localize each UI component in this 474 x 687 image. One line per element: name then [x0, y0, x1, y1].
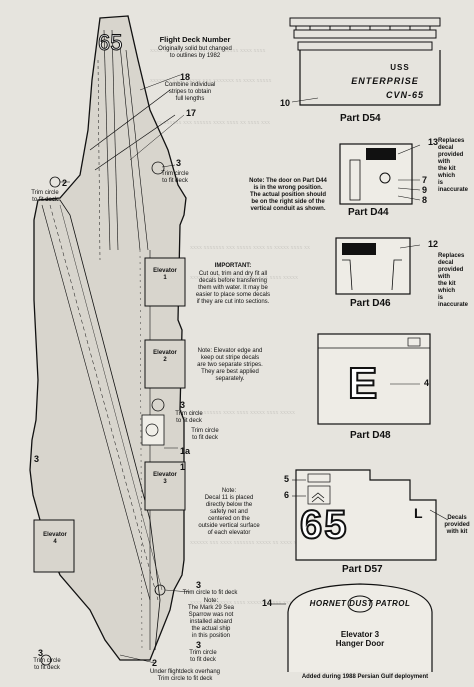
part-d48-label: Part D48: [350, 430, 391, 441]
important-note: Cut out, trim and dry fit all decals bef…: [195, 271, 271, 305]
sea-sparrow-note: Note: The Mark 29 Sea Sparrow was not in…: [187, 598, 235, 639]
callout-14: 14: [262, 598, 273, 608]
hangar-letter-e: E: [347, 359, 378, 408]
flight-deck-number-note: Originally solid but changed to outlines…: [158, 46, 232, 59]
part-d46-label: Part D46: [350, 298, 391, 309]
combine-stripes-note: Combine individual stripes to obtain ful…: [164, 82, 216, 102]
trim-circle-note-c: Trim circle to fit deck: [175, 411, 203, 424]
callout-17: 17: [186, 108, 197, 118]
island-hull-number: 65: [299, 503, 349, 547]
ship-name-uss: USS: [390, 63, 410, 72]
ship-name-enterprise: ENTERPRISE: [351, 76, 419, 86]
callout-3e: 3: [196, 640, 202, 650]
callout-9: 9: [422, 185, 428, 195]
trim-circle-note-a: Trim circle to fit deck: [161, 171, 189, 184]
elevator-4-label: Elevator 4: [43, 532, 67, 545]
callout-6: 6: [284, 490, 290, 500]
callout-8: 8: [422, 195, 428, 205]
callout-3f: 3: [38, 648, 44, 658]
trim-circle-note-g: Trim circle to fit deck: [33, 658, 61, 671]
callout-10: 10: [280, 98, 291, 108]
callout-3a: 3: [176, 158, 182, 168]
callout-3b: 3: [180, 400, 186, 410]
decal-11-note: Note: Decal 11 is placed directly below …: [198, 488, 260, 536]
ship-hull-number: CVN-65: [385, 90, 424, 100]
under-overhang-note: Under flightdeck overhang Trim circle to…: [149, 669, 221, 682]
part-d57-label: Part D57: [342, 564, 383, 575]
d46-replaces-note: Replaces decal provided with the kit whi…: [438, 253, 469, 308]
callout-5: 5: [284, 474, 290, 484]
callout-4: 4: [424, 378, 430, 388]
hangar-added-note: Added during 1988 Persian Gulf deploymen…: [301, 674, 429, 680]
callout-1: 1: [180, 462, 186, 472]
trim-circle-note-d: Trim circle to fit deck: [191, 428, 219, 441]
important-title: IMPORTANT:: [214, 263, 252, 269]
hangar-banner: HORNET DUST PATROL: [309, 599, 411, 608]
elevator-3-label: Elevator 3: [153, 472, 177, 485]
decals-provided-note: Decals provided with kit: [444, 515, 470, 535]
part-d44-label: Part D44: [348, 207, 389, 218]
callout-3c: 3: [34, 454, 40, 464]
flight-deck-number-title: Flight Deck Number: [159, 35, 231, 44]
elevator-edge-note: Note: Elevator edge and keep out stripe …: [197, 348, 263, 382]
d44-door-note: Note: The door on Part D44 is in the wro…: [249, 178, 327, 212]
callout-7: 7: [422, 175, 428, 185]
trim-circle-note-e: Trim circle to fit deck: [182, 590, 238, 596]
trim-circle-note-b: Trim circle to fit deck: [31, 190, 59, 203]
callout-2b: 2: [152, 658, 158, 668]
trim-circle-note-f: Trim circle to fit deck: [189, 650, 217, 663]
elevator-2-label: Elevator 2: [153, 350, 177, 363]
callout-13: 13: [428, 137, 439, 147]
callout-18: 18: [180, 72, 191, 82]
part-d54-label: Part D54: [340, 113, 381, 124]
d44-replaces-note: Replaces decal provided with the kit whi…: [438, 138, 469, 193]
callout-1a: 1a: [180, 446, 191, 456]
callout-3d: 3: [196, 580, 202, 590]
callout-12: 12: [428, 239, 439, 249]
flight-deck-number: 65: [97, 30, 123, 56]
elevator-1-label: Elevator 1: [153, 268, 177, 281]
hangar-door-title: Elevator 3 Hanger Door: [335, 630, 385, 648]
callout-2a: 2: [62, 178, 68, 188]
callout-l: L: [414, 505, 423, 521]
